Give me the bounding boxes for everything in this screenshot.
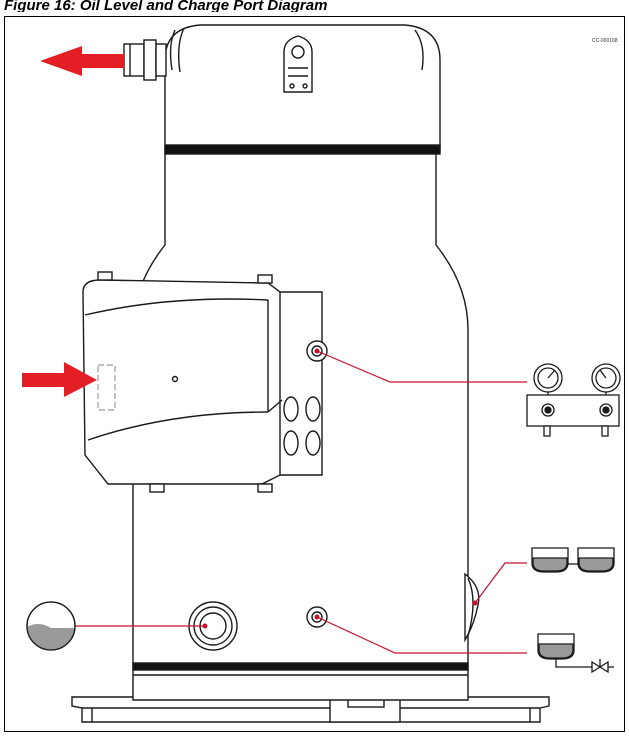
figure-caption: Figure 16: Oil Level and Charge Port Dia… (4, 0, 328, 12)
base-plate (71, 696, 550, 723)
reference-code: CC-000168 (592, 38, 618, 44)
sight-glass-icon (26, 601, 76, 651)
diagram-frame (4, 16, 625, 732)
oil-drain-valve-icon (537, 633, 614, 674)
arrow-left-icon (40, 46, 124, 76)
oil-equalization-leader-line (474, 562, 527, 604)
arrow-right-icon (22, 362, 97, 397)
terminal-connector-outline (97, 364, 116, 411)
oil-equalization-fitting (464, 572, 480, 643)
pressure-gauge-icon (526, 363, 621, 437)
terminal-box (82, 271, 283, 493)
lifting-lug (283, 35, 313, 93)
gauge-leader-line (316, 350, 527, 383)
oil-equalization-icon (531, 547, 615, 573)
oil-drain-leader-line (316, 616, 527, 654)
discharge-fitting (123, 39, 167, 81)
sight-glass (188, 601, 238, 651)
